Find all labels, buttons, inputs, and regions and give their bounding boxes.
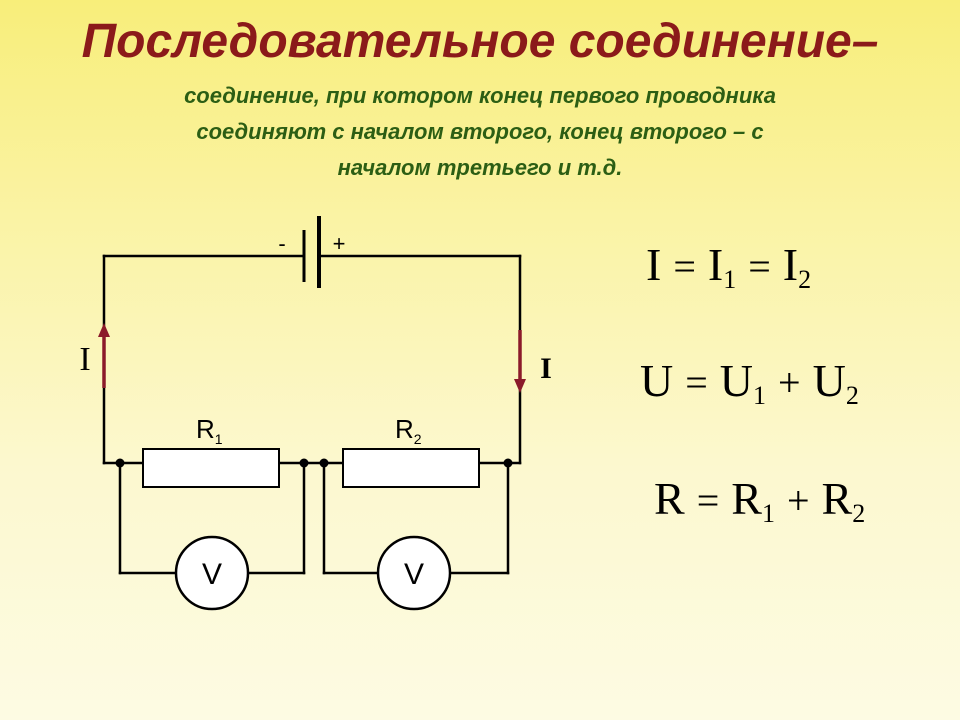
formula-current-term-1-index: 1 [723,265,737,294]
formula-current-term-2: I [782,239,799,290]
definition-text: соединение, при котором конец первого пр… [60,78,900,186]
definition-line-2: соединяют с началом второго, конец второ… [196,119,764,144]
formula-voltage: U=U1+U2 [640,354,859,411]
formula-resistance: R=R1+R2 [654,472,865,529]
battery-minus-sign: - [278,231,285,256]
junction-dot [115,458,125,468]
current-label-right: I [540,352,552,385]
voltmeter-1-label: V [202,558,222,591]
formula-voltage-equals: = [685,360,708,405]
voltmeter-2-label: V [404,558,424,591]
formula-resistance-term-1-index: 1 [761,499,775,528]
formula-voltage-term-1-index: 1 [753,381,767,410]
formula-current-equals-2: = [748,244,771,289]
formula-current-total: I [646,239,662,290]
formula-resistance-term-1: R [731,473,762,524]
slide-title: Последовательное соединение– [81,15,879,68]
resistor-2 [342,448,480,488]
resistor-1-index: 1 [215,431,223,447]
junction-dot [299,458,309,468]
resistor-2-index: 2 [414,431,422,447]
formula-voltage-term-2: U [812,355,846,406]
formula-voltage-term-1: U [719,355,754,406]
voltmeter-2 [376,535,452,611]
formula-voltage-plus: + [778,360,801,405]
formula-current: I=I1=I2 [646,238,811,295]
resistor-1-letter: R [196,414,215,444]
formula-voltage-total: U [640,355,674,406]
resistor-2-label: R2 [395,414,422,447]
formula-current-term-1: I [707,239,724,290]
formula-current-equals-1: = [673,244,696,289]
resistor-1-label: R1 [196,414,223,447]
battery-symbol [302,216,321,288]
resistor-1 [142,448,280,488]
formula-resistance-total: R [654,473,685,524]
formula-resistance-term-2-index: 2 [852,499,866,528]
resistor-2-letter: R [395,414,414,444]
formula-resistance-term-2: R [821,473,853,524]
definition-line-3: началом третьего и т.д. [337,155,623,180]
formula-resistance-plus: + [786,478,810,523]
definition-line-1: соединение, при котором конец первого пр… [184,83,776,108]
current-arrow-left [98,323,110,388]
voltmeter-1 [174,535,250,611]
formula-voltage-term-2-index: 2 [845,381,859,410]
junction-dot [503,458,513,468]
formula-current-term-2-index: 2 [798,265,812,294]
battery-plus-sign: + [333,231,346,256]
formula-resistance-equals: = [696,478,720,523]
junction-dot [319,458,329,468]
current-arrow-right [514,330,526,393]
current-label-left: I [79,341,90,378]
